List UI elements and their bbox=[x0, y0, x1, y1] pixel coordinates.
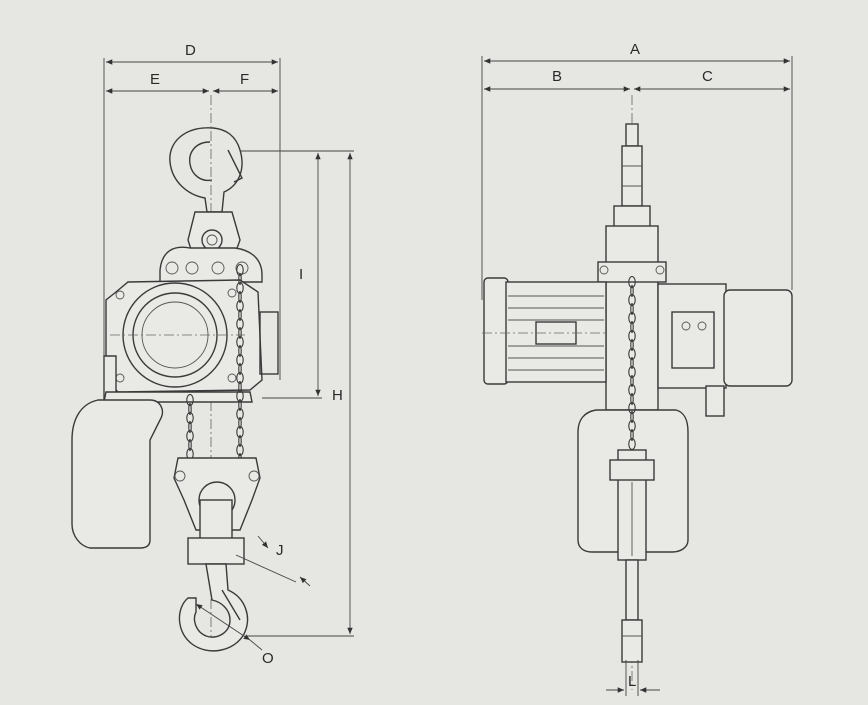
chain-link bbox=[238, 398, 242, 412]
dim-label-d: D bbox=[185, 42, 196, 59]
dim-label-o: O bbox=[262, 650, 274, 667]
chain-link bbox=[238, 362, 242, 376]
chain-link bbox=[238, 416, 242, 430]
dim-label-h: H bbox=[332, 387, 343, 404]
chain-link bbox=[236, 353, 244, 367]
hoist-body bbox=[103, 279, 279, 403]
front-view: A B C L bbox=[481, 41, 793, 696]
chain-link bbox=[186, 393, 194, 407]
chain-link bbox=[630, 302, 634, 316]
chain-link bbox=[236, 317, 244, 331]
top-hook-front bbox=[613, 123, 651, 229]
bottom-block-front bbox=[609, 449, 655, 561]
chain-link bbox=[188, 438, 192, 452]
chain-link bbox=[628, 437, 636, 451]
dim-label-f: F bbox=[240, 71, 249, 88]
dim-label-c: C bbox=[702, 68, 713, 85]
chain-link bbox=[628, 419, 636, 433]
chain-link bbox=[628, 293, 636, 307]
chain-link bbox=[238, 326, 242, 340]
chain-link bbox=[630, 410, 634, 424]
chain-link bbox=[238, 434, 242, 448]
chain-link bbox=[238, 272, 242, 286]
chain-link bbox=[188, 420, 192, 434]
control-box bbox=[657, 283, 793, 417]
chain-link bbox=[236, 281, 244, 295]
chain-link bbox=[630, 338, 634, 352]
chain-link bbox=[236, 407, 244, 421]
chain-link bbox=[236, 335, 244, 349]
chain-link bbox=[628, 311, 636, 325]
chain-link bbox=[236, 443, 244, 457]
dim-label-i: I bbox=[299, 266, 303, 283]
chain-link bbox=[236, 371, 244, 385]
chain-link bbox=[628, 347, 636, 361]
chain-link bbox=[630, 374, 634, 388]
bottom-hook-front bbox=[621, 559, 643, 663]
chain-link bbox=[238, 290, 242, 304]
dim-label-j: J bbox=[276, 542, 284, 559]
chain-link bbox=[236, 299, 244, 313]
side-view: D E F I H J O bbox=[71, 42, 354, 667]
chain-link bbox=[236, 425, 244, 439]
chain-link bbox=[186, 429, 194, 443]
chain-link bbox=[188, 402, 192, 416]
chain-link bbox=[628, 329, 636, 343]
chain-link bbox=[628, 401, 636, 415]
chain-link bbox=[628, 383, 636, 397]
chain-link bbox=[238, 380, 242, 394]
chain-link bbox=[186, 411, 194, 425]
chain-bag bbox=[71, 399, 164, 549]
chain-link bbox=[630, 320, 634, 334]
chain-link bbox=[238, 344, 242, 358]
dim-label-a: A bbox=[630, 41, 640, 58]
central-housing bbox=[597, 225, 667, 411]
chain-link bbox=[630, 392, 634, 406]
dim-label-l: L bbox=[628, 673, 636, 690]
chain-link bbox=[630, 428, 634, 442]
dim-label-e: E bbox=[150, 71, 160, 88]
front-chain bbox=[628, 275, 636, 451]
chain-link bbox=[236, 263, 244, 277]
chain-link bbox=[236, 389, 244, 403]
upper-yoke bbox=[159, 211, 263, 283]
chain-link bbox=[630, 356, 634, 370]
motor bbox=[482, 277, 607, 385]
bottom-block bbox=[173, 457, 261, 565]
chain-link bbox=[628, 275, 636, 289]
bottom-hook bbox=[178, 563, 249, 652]
chain-link bbox=[238, 308, 242, 322]
chain-link bbox=[628, 365, 636, 379]
chain-link bbox=[630, 284, 634, 298]
dim-label-b: B bbox=[552, 68, 562, 85]
